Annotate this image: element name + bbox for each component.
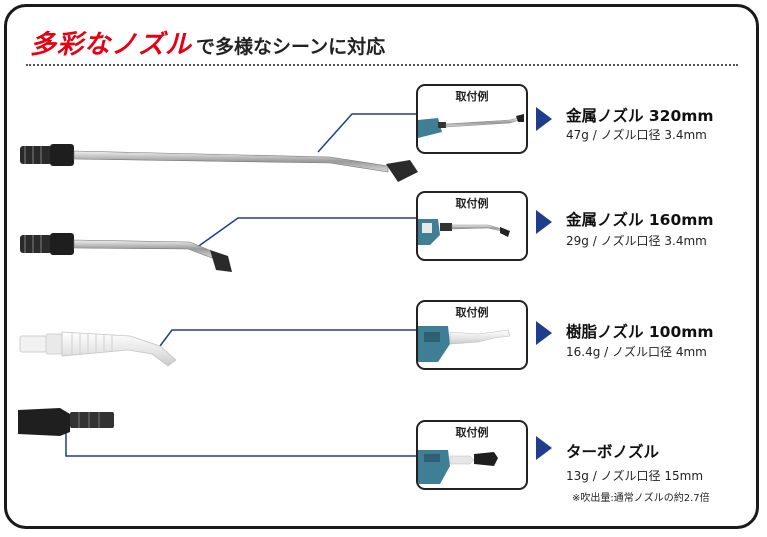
pointer-triangle [536, 210, 552, 234]
page-title: 多彩なノズルで多様なシーンに対応 [30, 24, 385, 61]
pointer-triangle [536, 436, 552, 460]
mount-example-label: 取付例 [455, 90, 489, 103]
product-name: 金属ノズル 320mm [566, 107, 714, 125]
title-rest: で多様なシーンに対応 [196, 36, 386, 58]
mount-example-image [418, 114, 524, 138]
mount-example-thumbnail: 取付例 [416, 300, 528, 370]
pointer-triangle [536, 321, 552, 345]
mount-example-thumbnail: 取付例 [416, 420, 528, 490]
metal-nozzle-160-image [20, 233, 232, 272]
mount-example-thumbnail: 取付例 [416, 84, 528, 154]
leader-line-160 [195, 217, 416, 249]
product-spec: 13g / ノズル口径 15mm [566, 469, 704, 483]
leader-line-320 [317, 113, 416, 153]
product-spec: 47g / ノズル口径 3.4mm [566, 128, 707, 142]
mount-example-label: 取付例 [455, 426, 489, 439]
resin-nozzle-100-image [19, 331, 177, 367]
product-name: ターボノズル [566, 443, 660, 461]
mount-example-image [418, 326, 511, 362]
pointer-triangle [536, 107, 552, 131]
product-name: 金属ノズル 160mm [566, 211, 714, 229]
leader-line-turbo [65, 430, 416, 457]
metal-nozzle-320-image [20, 144, 418, 182]
mount-example-label: 取付例 [455, 306, 489, 319]
product-name: 樹脂ノズル 100mm [566, 323, 714, 341]
product-spec: 16.4g / ノズル口径 4mm [566, 345, 707, 359]
mount-example-label: 取付例 [455, 197, 489, 210]
panel-frame [4, 4, 759, 529]
title-accent: 多彩なノズル [30, 30, 193, 60]
product-spec: 29g / ノズル口径 3.4mm [566, 234, 707, 248]
product-note: ※吹出量:通常ノズルの約2.7倍 [572, 493, 710, 504]
dotted-divider [26, 64, 738, 66]
mount-example-image [418, 450, 498, 484]
mount-example-image [418, 219, 510, 245]
turbo-nozzle-image [18, 408, 114, 436]
mount-example-thumbnail: 取付例 [416, 191, 528, 261]
leader-line-100 [159, 329, 416, 347]
